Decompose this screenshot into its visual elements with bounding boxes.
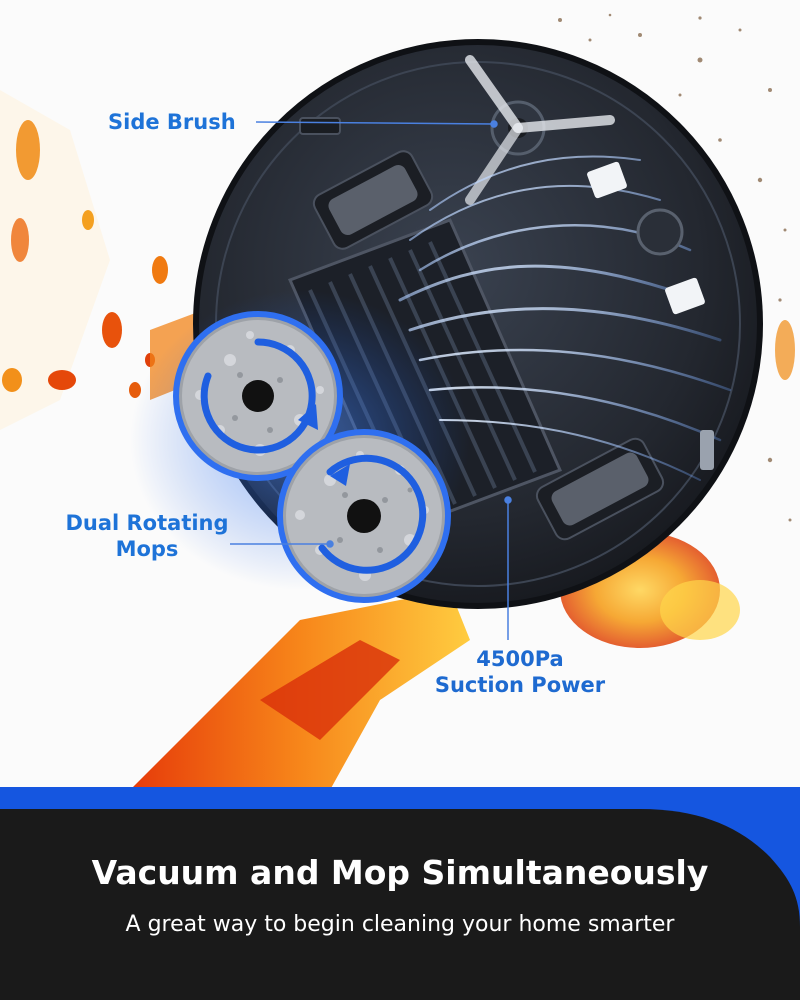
dual-mops-label-line1: Dual Rotating xyxy=(65,511,229,535)
callout-lines xyxy=(230,120,512,640)
dual-mops-label: Dual Rotating Mops xyxy=(64,510,230,562)
side-brush xyxy=(465,55,615,205)
sensor-side xyxy=(665,277,705,315)
suction-power-label-line2: Suction Power xyxy=(434,673,606,697)
suction-airflow xyxy=(398,155,732,481)
circular-arrow-icon xyxy=(200,338,316,454)
right-wheel xyxy=(535,437,665,541)
banner-headline: Vacuum and Mop Simultaneously xyxy=(91,853,709,892)
rotating-mop-right xyxy=(277,429,451,603)
circular-arrow-icon xyxy=(318,454,427,574)
banner-subline: A great way to begin cleaning your home … xyxy=(125,912,675,937)
robot-illustration xyxy=(0,13,795,790)
side-brush-label: Side Brush xyxy=(108,110,236,134)
product-hero: Side Brush Dual Rotating Mops 4500Pa Suc… xyxy=(0,13,795,790)
left-wheel xyxy=(312,150,434,250)
bottom-banner xyxy=(0,787,800,1000)
rotating-mop-left xyxy=(173,311,343,481)
banner-background xyxy=(0,787,800,1000)
suction-power-label: 4500Pa Suction Power xyxy=(432,646,608,698)
suction-power-label-line1: 4500Pa xyxy=(476,647,564,671)
sensor-front xyxy=(587,161,627,199)
caster-wheel xyxy=(636,208,684,256)
dual-mops-label-line2: Mops xyxy=(115,537,179,561)
